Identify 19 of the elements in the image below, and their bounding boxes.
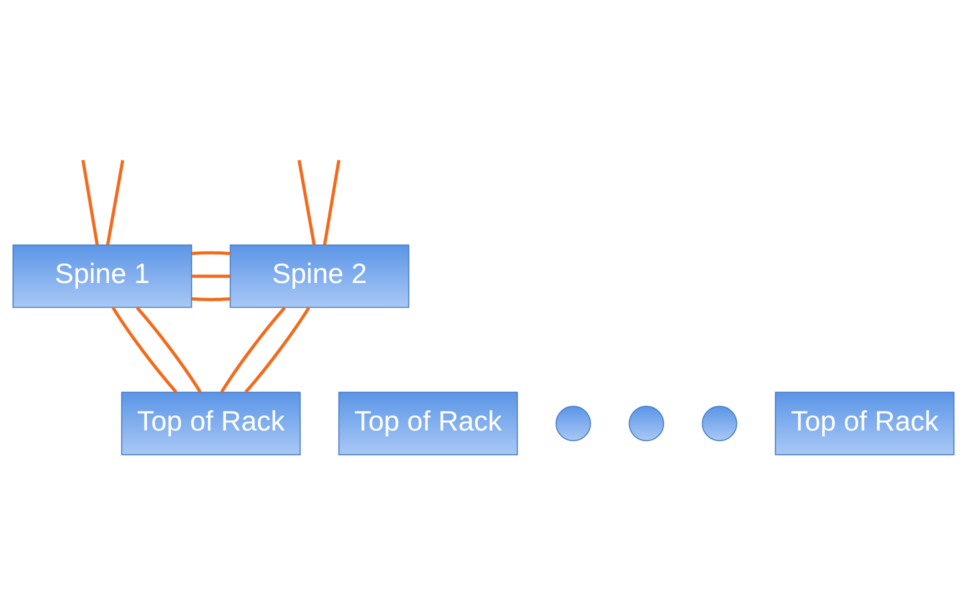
connector bbox=[192, 297, 230, 302]
connector bbox=[106, 160, 124, 246]
node-box: Top of Rack bbox=[338, 392, 518, 456]
connector bbox=[112, 306, 178, 394]
node-box: Top of Rack bbox=[774, 392, 954, 456]
node-box: Spine 2 bbox=[230, 244, 410, 308]
connector bbox=[298, 160, 316, 246]
node-box: Top of Rack bbox=[121, 392, 301, 456]
connector bbox=[323, 160, 340, 246]
node-circle bbox=[628, 406, 664, 442]
connector bbox=[81, 160, 99, 246]
connector bbox=[192, 274, 230, 278]
connector bbox=[220, 306, 286, 393]
node-circle bbox=[556, 406, 592, 442]
connector bbox=[136, 306, 202, 393]
connector bbox=[244, 306, 310, 394]
node-circle bbox=[702, 406, 738, 442]
connector bbox=[192, 251, 230, 256]
node-box: Spine 1 bbox=[12, 244, 192, 308]
